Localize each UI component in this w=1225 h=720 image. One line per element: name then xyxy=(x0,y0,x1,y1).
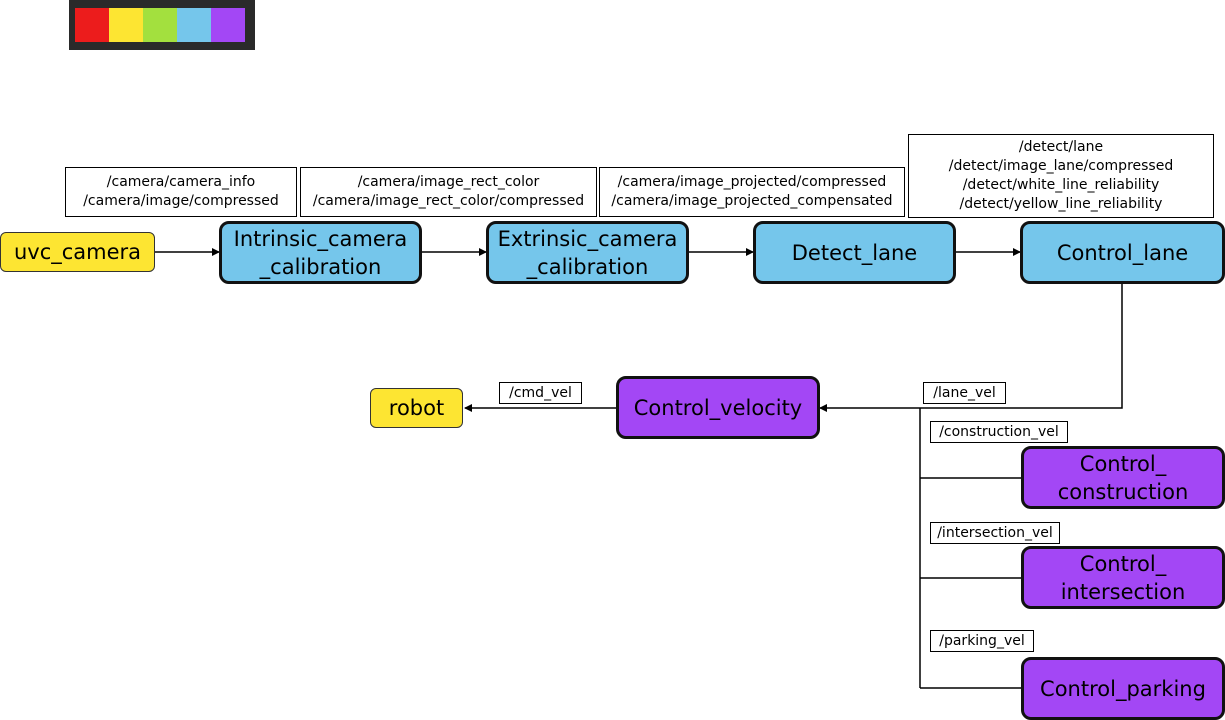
legend-swatch-green xyxy=(143,8,177,42)
node-label: Control_lane xyxy=(1056,240,1189,265)
node-label: construction xyxy=(1057,479,1189,504)
topic-line: /parking_vel xyxy=(939,633,1025,649)
topic-line: /camera/image_projected/compressed xyxy=(617,174,887,190)
topic-line: /camera/image_projected_compensated xyxy=(611,193,893,209)
legend-swatch-red xyxy=(75,8,109,42)
topic-line: /intersection_vel xyxy=(937,525,1053,541)
node-label: uvc_camera xyxy=(13,240,142,264)
node-label: Control_ xyxy=(1079,451,1167,476)
topic-line: /camera/image_rect_color/compressed xyxy=(312,193,585,209)
node-control-construction: Control_ construction xyxy=(1021,446,1225,509)
topic-line: /detect/white_line_reliability xyxy=(962,177,1160,193)
topic-cmd-vel: /cmd_vel xyxy=(499,382,582,404)
node-robot: robot xyxy=(370,388,463,428)
node-label: _calibration xyxy=(259,254,382,279)
node-label: Extrinsic_camera xyxy=(497,226,678,251)
color-legend xyxy=(69,0,255,50)
node-label: Intrinsic_camera xyxy=(233,226,408,251)
legend-swatch-purple xyxy=(211,8,245,42)
topic-line: /camera/image/compressed xyxy=(83,193,279,209)
topic-line: /detect/image_lane/compressed xyxy=(948,158,1174,174)
topic-line: /construction_vel xyxy=(939,424,1059,440)
topic-detect-out: /detect/lane /detect/image_lane/compress… xyxy=(908,134,1214,218)
topic-line: /detect/yellow_line_reliability xyxy=(959,196,1163,212)
node-uvc-camera: uvc_camera xyxy=(0,232,155,272)
node-extrinsic-calibration: Extrinsic_camera _calibration xyxy=(486,221,689,284)
node-label: Control_parking xyxy=(1040,676,1206,701)
topic-line: /lane_vel xyxy=(933,385,996,401)
node-control-parking: Control_parking xyxy=(1021,657,1225,720)
topic-line: /detect/lane xyxy=(1018,139,1104,155)
node-intrinsic-calibration: Intrinsic_camera _calibration xyxy=(219,221,422,284)
node-control-lane: Control_lane xyxy=(1020,221,1225,284)
topic-intersection-vel: /intersection_vel xyxy=(930,522,1060,544)
legend-swatch-yellow xyxy=(109,8,143,42)
topic-intrinsic-out: /camera/image_rect_color /camera/image_r… xyxy=(300,167,597,217)
topic-construction-vel: /construction_vel xyxy=(930,421,1068,443)
topic-line: /camera/camera_info xyxy=(106,174,256,190)
topic-line: /camera/image_rect_color xyxy=(357,174,540,190)
node-label: robot xyxy=(388,396,445,420)
legend-swatch-blue xyxy=(177,8,211,42)
topic-parking-vel: /parking_vel xyxy=(930,630,1034,652)
node-label: Control_velocity xyxy=(633,395,803,420)
node-control-intersection: Control_ intersection xyxy=(1021,546,1225,609)
node-label: Control_ xyxy=(1079,551,1167,576)
topic-extrinsic-out: /camera/image_projected/compressed /came… xyxy=(599,167,905,217)
node-label: _calibration xyxy=(526,254,649,279)
node-label: Detect_lane xyxy=(791,240,918,265)
topic-camera-out: /camera/camera_info /camera/image/compre… xyxy=(65,167,297,217)
node-detect-lane: Detect_lane xyxy=(753,221,956,284)
node-control-velocity: Control_velocity xyxy=(616,376,820,439)
topic-line: /cmd_vel xyxy=(509,385,572,401)
node-label: intersection xyxy=(1060,579,1186,604)
topic-lane-vel: /lane_vel xyxy=(923,382,1006,404)
